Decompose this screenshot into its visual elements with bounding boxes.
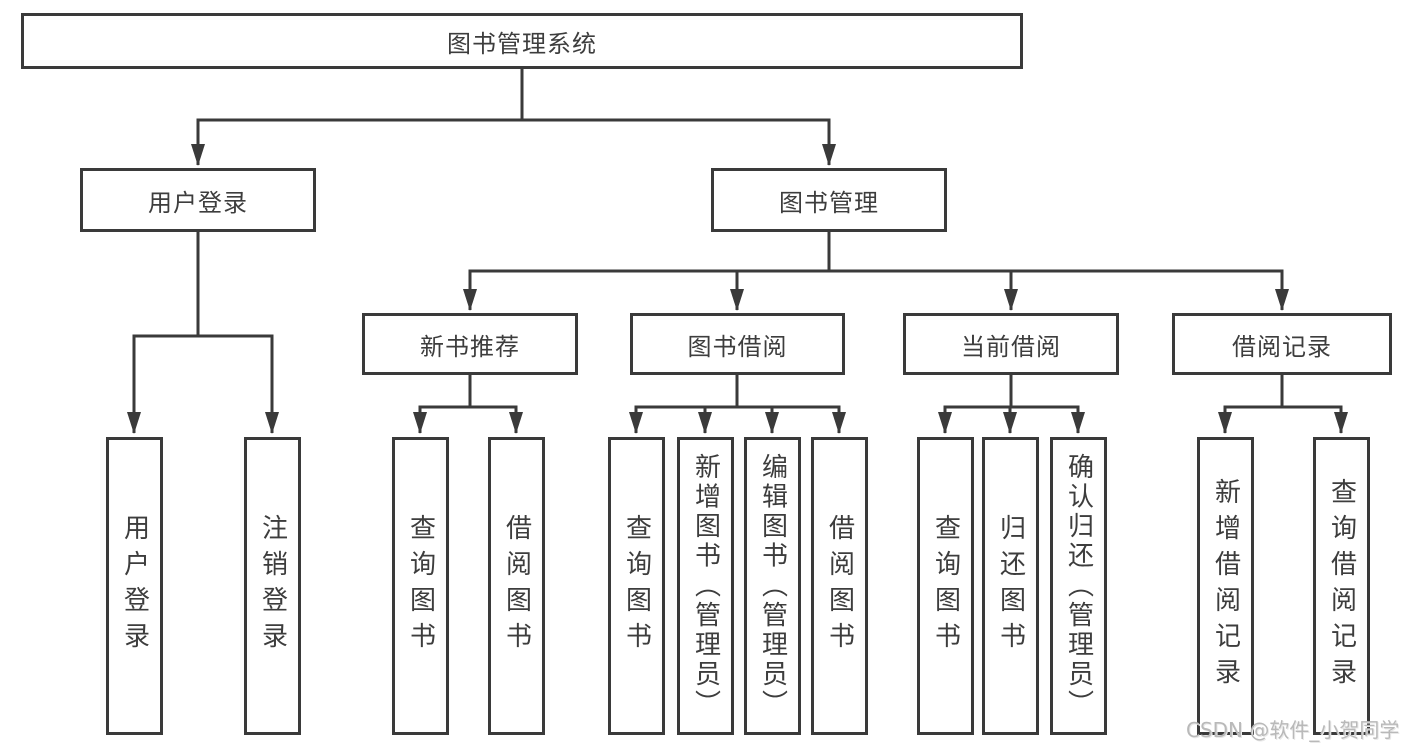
node-user-login: 用户登录 — [80, 168, 316, 232]
node-book-borrowing: 图书借阅 — [630, 313, 845, 375]
node-borrowing-records: 借阅记录 — [1172, 313, 1392, 375]
leaf-recommend-borrow-book: 借阅图书 — [488, 437, 545, 735]
leaf-logout: 注销登录 — [244, 437, 301, 735]
leaf-current-return-book: 归还图书 — [982, 437, 1039, 735]
leaf-recommend-query-book: 查询图书 — [392, 437, 449, 735]
leaf-borrowing-query-book: 查询图书 — [608, 437, 665, 735]
node-current-borrowing: 当前借阅 — [903, 313, 1119, 375]
leaf-borrowing-edit-book-admin: 编辑图书（管理员） — [744, 437, 801, 735]
leaf-records-add-borrow-record: 新增借阅记录 — [1197, 437, 1254, 735]
leaf-borrowing-add-book-admin: 新增图书（管理员） — [677, 437, 734, 735]
node-book-management: 图书管理 — [711, 168, 947, 232]
leaf-current-confirm-return-admin: 确认归还（管理员） — [1050, 437, 1107, 735]
leaf-current-query-book: 查询图书 — [917, 437, 974, 735]
node-new-book-recommend: 新书推荐 — [362, 313, 578, 375]
leaf-records-query-borrow-record: 查询借阅记录 — [1313, 437, 1370, 735]
node-library-management-system: 图书管理系统 — [21, 13, 1023, 69]
leaf-user-login: 用户登录 — [106, 437, 163, 735]
csdn-watermark: CSDN @软件_小贺同学 — [1186, 718, 1400, 742]
leaf-borrowing-borrow-book: 借阅图书 — [811, 437, 868, 735]
